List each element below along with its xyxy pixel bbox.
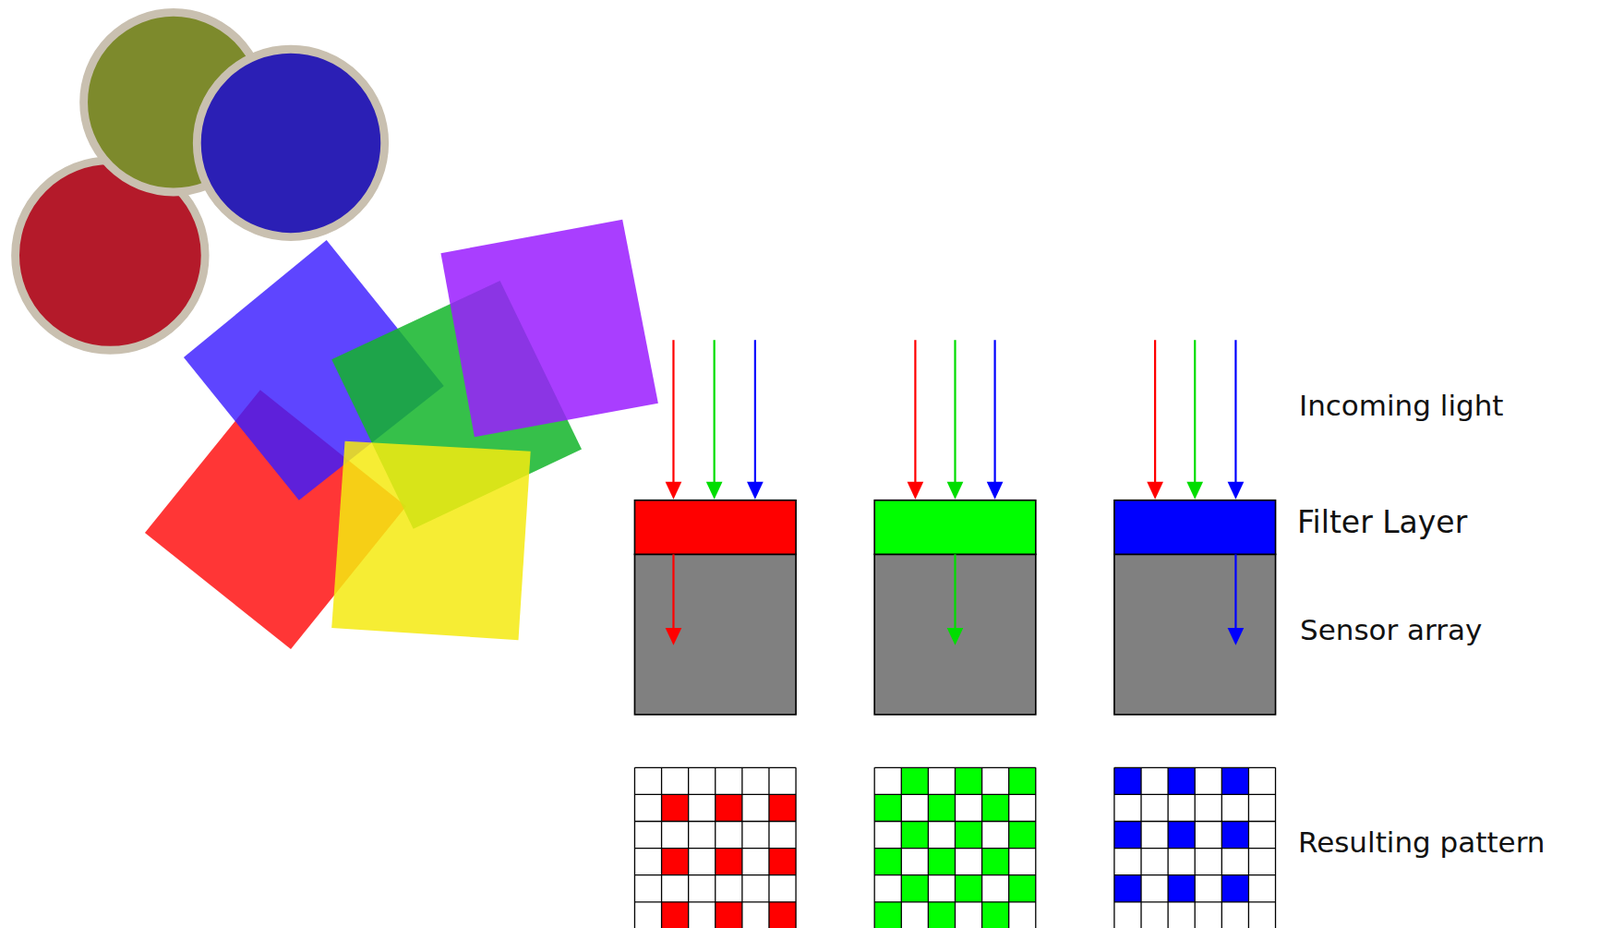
incoming-light-label: Incoming light (1299, 388, 1504, 423)
arrowhead (986, 481, 1004, 500)
arrowhead (947, 481, 964, 500)
red-ray (914, 339, 916, 485)
arrowhead (665, 627, 683, 646)
blue-pattern-grid (1114, 767, 1276, 928)
sensor-block (1114, 553, 1276, 715)
blue-ray (1234, 339, 1237, 485)
green-ray (953, 553, 956, 631)
blue-glass-filter (196, 48, 385, 237)
green-ray (1193, 339, 1196, 485)
resulting-pattern-label: Resulting pattern (1298, 825, 1545, 860)
sensor-block (874, 553, 1036, 715)
arrowhead (706, 481, 723, 500)
red-pattern-grid (634, 767, 796, 928)
arrowhead (665, 481, 683, 500)
arrowhead (1227, 627, 1245, 646)
filter-layer-label: Filter Layer (1297, 504, 1468, 542)
red-filter-layer (634, 500, 796, 555)
green-pattern-grid (874, 767, 1036, 928)
blue-ray (1234, 553, 1237, 631)
light-arrows (665, 339, 1245, 645)
red-ray (1154, 339, 1156, 485)
arrowhead (947, 627, 964, 646)
sensor-array-label: Sensor array (1299, 613, 1482, 648)
green-ray (953, 339, 956, 485)
sensor-block (634, 553, 796, 715)
blue-ray (993, 339, 996, 485)
purple-gel (440, 219, 658, 437)
gel-squares (144, 219, 659, 650)
green-ray (713, 339, 716, 485)
arrowhead (1227, 481, 1245, 500)
arrowhead (1186, 481, 1204, 500)
arrowhead (1146, 481, 1164, 500)
blue-filter-layer (1114, 500, 1276, 555)
arrowhead (907, 481, 925, 500)
sensor-units (634, 500, 1276, 715)
blue-ray (754, 339, 757, 485)
red-ray (672, 553, 674, 631)
red-ray (672, 339, 674, 485)
green-filter-layer (874, 500, 1036, 555)
arrowhead (746, 481, 764, 500)
yellow-gel (331, 441, 531, 641)
